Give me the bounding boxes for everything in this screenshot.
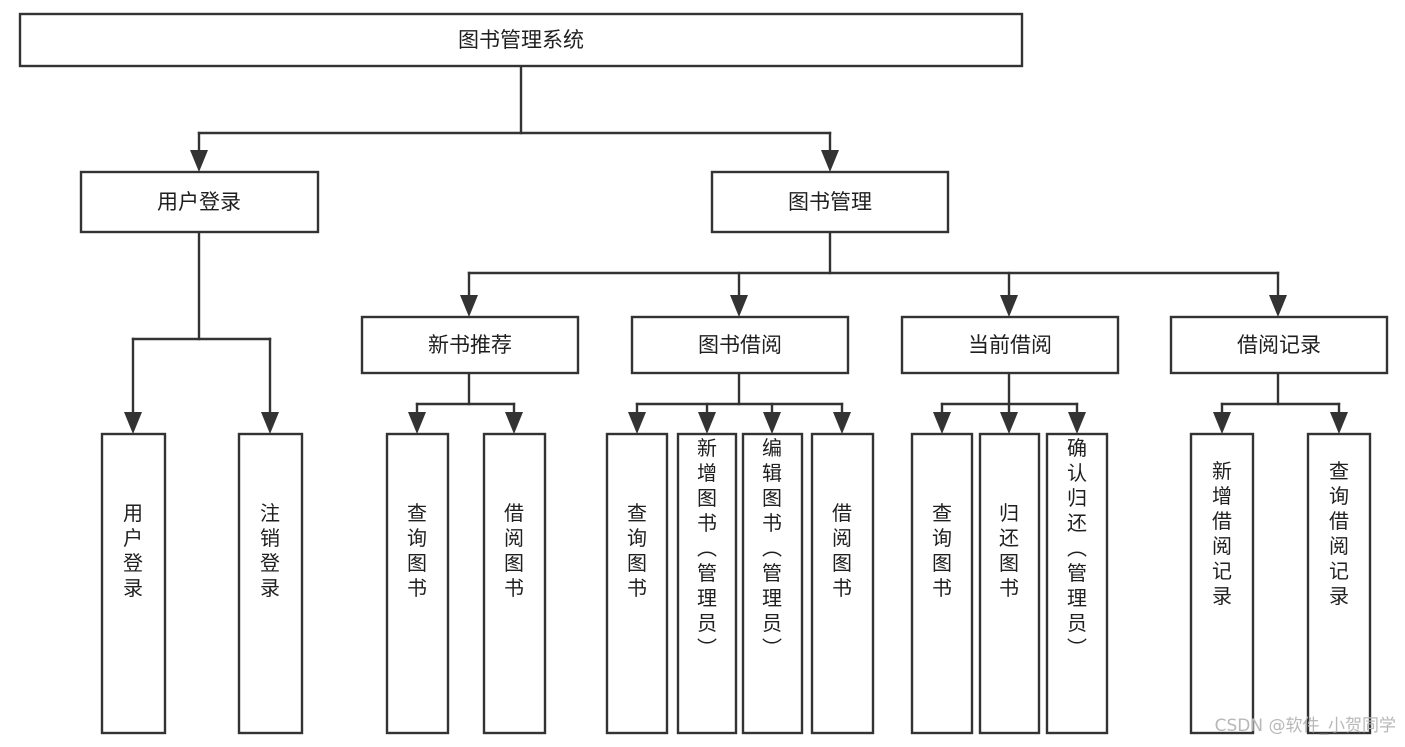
arrow-head-leaf-query-book-1 — [408, 412, 426, 434]
node-leaf-query-record[interactable]: 查询借阅记录 — [1306, 432, 1372, 735]
node-leaf-query-book-3-box[interactable] — [910, 432, 974, 735]
node-leaf-query-book-2-box[interactable] — [605, 432, 669, 735]
node-borrow-record-box[interactable] — [1169, 315, 1389, 375]
node-book-borrow-box[interactable] — [630, 315, 850, 375]
node-leaf-add-book-box[interactable] — [676, 432, 738, 735]
node-root-box[interactable] — [18, 12, 1024, 68]
node-root[interactable]: 图书管理系统 — [18, 12, 1024, 68]
node-leaf-confirm-return-box[interactable] — [1045, 432, 1109, 735]
node-leaf-edit-book[interactable]: 编辑图书︵管理员︶ — [741, 432, 804, 735]
node-leaf-query-book-2[interactable]: 查询图书 — [605, 432, 669, 735]
node-leaf-query-book-2-label: 查询图书 — [627, 501, 647, 600]
node-new-book-recommend[interactable]: 新书推荐 — [360, 315, 580, 375]
node-new-book-recommend-label: 新书推荐 — [428, 333, 512, 357]
node-new-book-recommend-box[interactable] — [360, 315, 580, 375]
node-leaf-query-book-1-box[interactable] — [385, 432, 450, 735]
arrow-head-book-management — [821, 150, 839, 172]
arrow-head-borrow-record — [1269, 295, 1287, 317]
node-leaf-query-record-label: 查询借阅记录 — [1329, 459, 1349, 608]
node-leaf-confirm-return-label: 确认归还︵管理员︶ — [1067, 436, 1087, 660]
node-leaf-return-book-label: 归还图书 — [999, 501, 1019, 600]
node-book-management-box[interactable] — [710, 170, 950, 234]
arrow-head-new-book-recommend — [460, 295, 478, 317]
node-leaf-return-book[interactable]: 归还图书 — [978, 432, 1041, 735]
arrow-head-leaf-user-logout — [261, 412, 279, 434]
arrow-head-leaf-edit-book — [763, 412, 781, 434]
node-book-borrow-label: 图书借阅 — [698, 333, 782, 357]
arrow-head-leaf-add-book — [698, 412, 716, 434]
node-leaf-add-book[interactable]: 新增图书︵管理员︶ — [676, 432, 738, 735]
node-current-borrow[interactable]: 当前借阅 — [900, 315, 1120, 375]
node-root-label: 图书管理系统 — [458, 28, 584, 52]
node-leaf-query-book-1-label: 查询图书 — [407, 501, 427, 600]
node-leaf-query-book-3[interactable]: 查询图书 — [910, 432, 974, 735]
arrow-head-leaf-query-record — [1330, 412, 1348, 434]
node-leaf-confirm-return[interactable]: 确认归还︵管理员︶ — [1045, 432, 1109, 735]
arrow-head-leaf-user-login — [124, 412, 142, 434]
arrow-head-leaf-return-book — [1000, 412, 1018, 434]
node-leaf-user-logout-label: 注销登录 — [260, 501, 280, 600]
node-leaf-borrow-book-1-label: 借阅图书 — [504, 501, 524, 600]
node-leaf-user-login[interactable]: 用户登录 — [100, 432, 167, 735]
connector-layer — [124, 64, 1348, 434]
node-leaf-borrow-book-2-label: 借阅图书 — [832, 501, 852, 600]
node-current-borrow-box[interactable] — [900, 315, 1120, 375]
node-book-management-label: 图书管理 — [788, 190, 872, 214]
arrow-head-user-login — [190, 150, 208, 172]
node-leaf-user-logout-box[interactable] — [237, 432, 304, 735]
node-leaf-user-login-label: 用户登录 — [123, 501, 143, 600]
arrow-head-leaf-query-book-2 — [628, 412, 646, 434]
node-leaf-query-book-3-label: 查询图书 — [932, 501, 952, 600]
node-borrow-record[interactable]: 借阅记录 — [1169, 315, 1389, 375]
arrow-head-leaf-query-book-3 — [933, 412, 951, 434]
node-user-login[interactable]: 用户登录 — [79, 170, 320, 234]
node-leaf-add-record-label: 新增借阅记录 — [1212, 459, 1232, 608]
node-user-login-label: 用户登录 — [157, 190, 241, 214]
node-leaf-query-record-box[interactable] — [1306, 432, 1372, 735]
node-leaf-add-record-box[interactable] — [1189, 432, 1255, 735]
arrow-head-leaf-add-record — [1213, 412, 1231, 434]
node-leaf-return-book-box[interactable] — [978, 432, 1041, 735]
csdn-watermark: CSDN @软件_小贺同学 — [1215, 716, 1396, 736]
node-borrow-record-label: 借阅记录 — [1237, 333, 1321, 357]
node-leaf-borrow-book-1[interactable]: 借阅图书 — [482, 432, 547, 735]
node-leaf-borrow-book-2-box[interactable] — [810, 432, 875, 735]
arrow-head-current-borrow — [1000, 295, 1018, 317]
node-leaf-edit-book-label: 编辑图书︵管理员︶ — [762, 436, 782, 660]
node-leaf-add-record[interactable]: 新增借阅记录 — [1189, 432, 1255, 735]
node-leaf-add-book-label: 新增图书︵管理员︶ — [697, 436, 717, 660]
node-user-login-box[interactable] — [79, 170, 320, 234]
node-current-borrow-label: 当前借阅 — [968, 333, 1052, 357]
arrow-head-leaf-borrow-book-1 — [505, 412, 523, 434]
node-leaf-edit-book-box[interactable] — [741, 432, 804, 735]
arrow-head-leaf-confirm-return — [1068, 412, 1086, 434]
node-leaf-borrow-book-2[interactable]: 借阅图书 — [810, 432, 875, 735]
arrow-head-leaf-borrow-book-2 — [833, 412, 851, 434]
arrow-head-book-borrow — [730, 295, 748, 317]
node-leaf-user-logout[interactable]: 注销登录 — [237, 432, 304, 735]
node-book-management[interactable]: 图书管理 — [710, 170, 950, 234]
node-leaf-query-book-1[interactable]: 查询图书 — [385, 432, 450, 735]
node-leaf-user-login-box[interactable] — [100, 432, 167, 735]
node-book-borrow[interactable]: 图书借阅 — [630, 315, 850, 375]
node-leaf-borrow-book-1-box[interactable] — [482, 432, 547, 735]
